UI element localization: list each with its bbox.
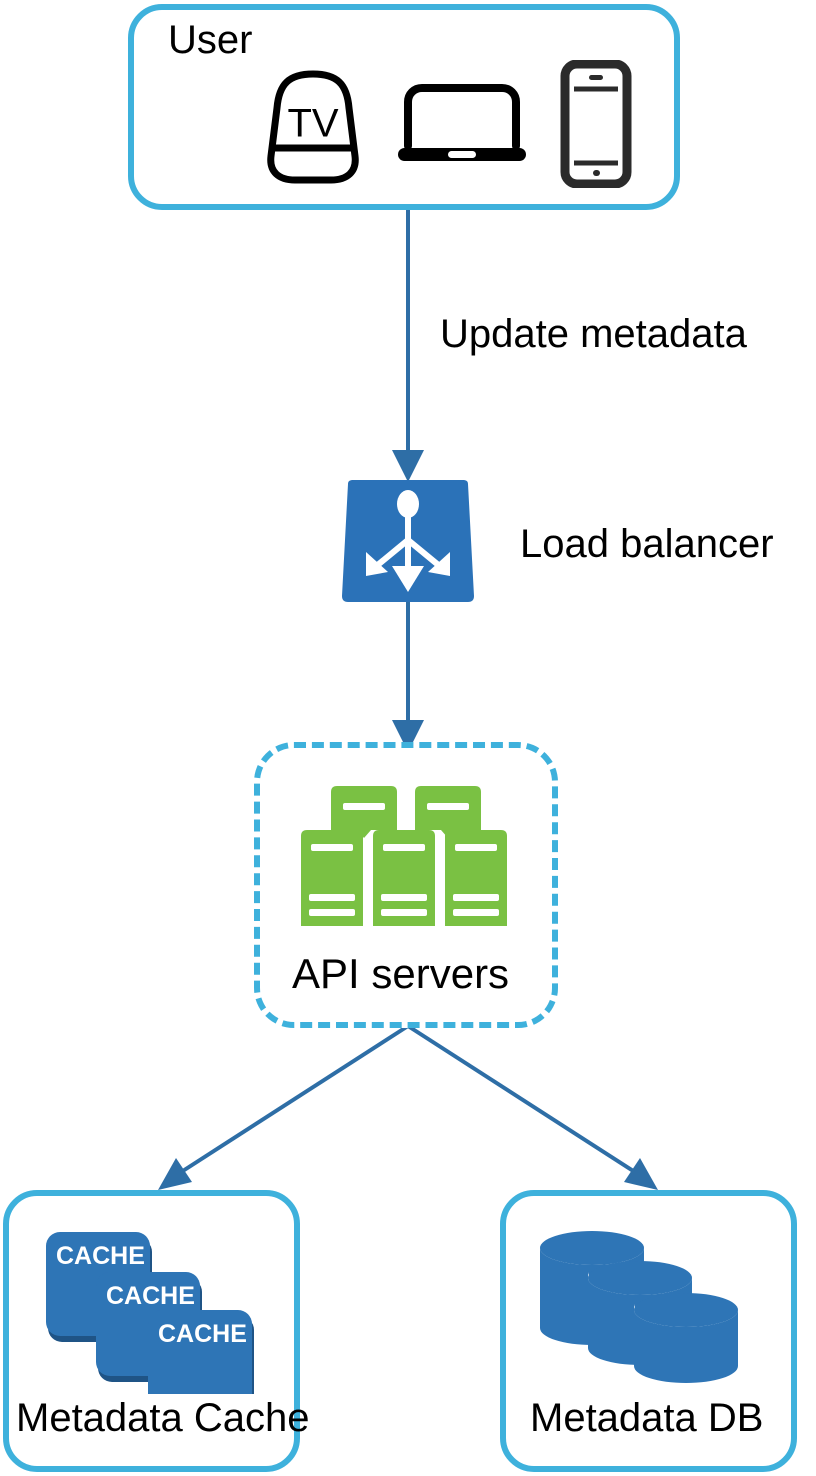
edge-label-update-metadata: Update metadata	[440, 312, 747, 356]
load-balancer-label: Load balancer	[520, 522, 774, 566]
edge-api-servers-to-metadata-cache	[158, 1024, 410, 1190]
svg-text:CACHE: CACHE	[158, 1320, 247, 1348]
tv-icon: TV	[245, 60, 381, 186]
svg-text:CACHE: CACHE	[106, 1282, 195, 1310]
metadata-db-label: Metadata DB	[530, 1396, 764, 1440]
database-cylinders-icon	[530, 1226, 742, 1386]
smartphone-icon	[560, 59, 632, 189]
svg-text:TV: TV	[287, 102, 338, 146]
svg-text:CACHE: CACHE	[56, 1242, 145, 1270]
laptop-icon	[398, 80, 526, 166]
edge-api-servers-to-metadata-db	[406, 1024, 658, 1190]
server-rack-icon	[295, 782, 517, 928]
cache-stack-icon: CACHE CACHE CACHE	[40, 1228, 266, 1420]
edge-user-to-load-balancer	[392, 210, 424, 482]
edge-load-balancer-to-api-servers	[392, 600, 424, 752]
api-servers-label: API servers	[292, 950, 510, 997]
user-label: User	[168, 18, 253, 62]
metadata-cache-label: Metadata Cache	[16, 1396, 310, 1440]
load-balancer-icon[interactable]	[336, 476, 480, 608]
